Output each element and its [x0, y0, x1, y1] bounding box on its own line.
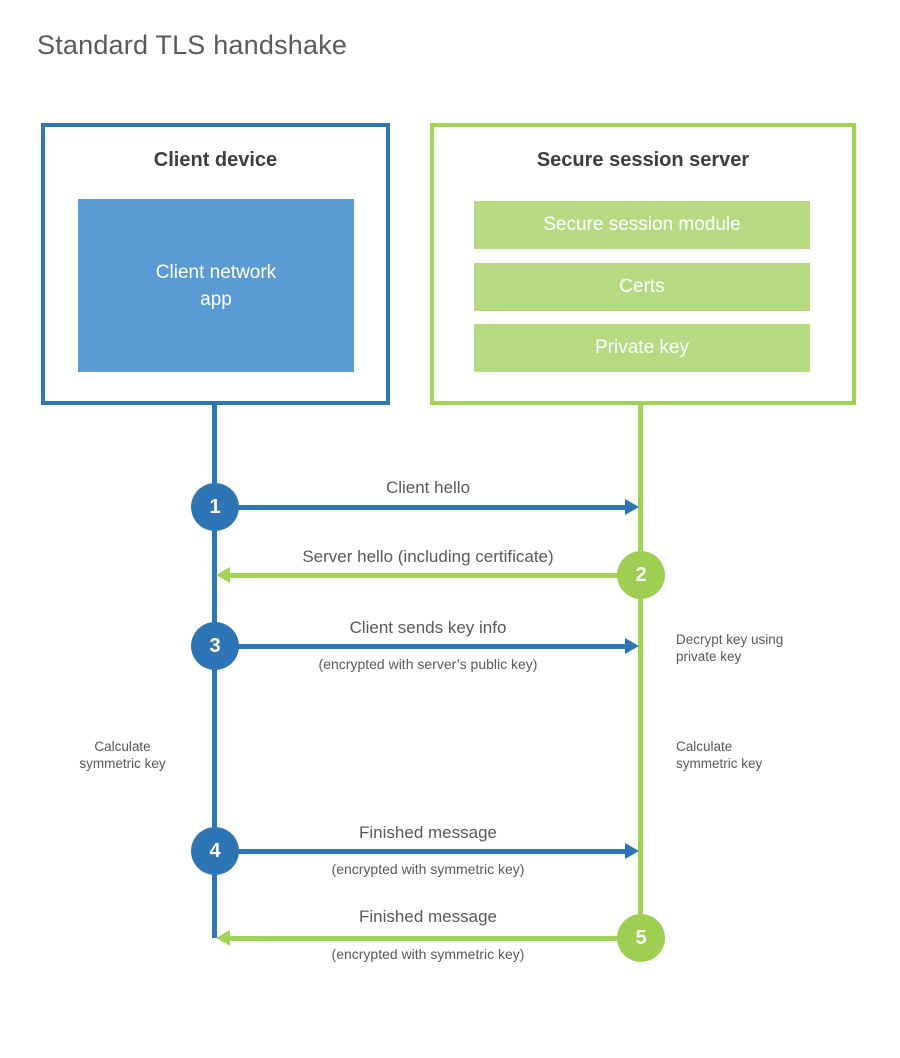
arrow-head-icon	[625, 499, 639, 515]
sublabel-client-key-info: (encrypted with server’s public key)	[318, 656, 538, 672]
server-module-certs: Certs	[474, 263, 810, 311]
server-module-private-key: Private key	[474, 324, 810, 372]
note-calculate-symmetric-key-client: Calculate symmetric key	[45, 738, 200, 772]
label-client-hello: Client hello	[385, 478, 471, 497]
note-calculate-symmetric-key-server: Calculate symmetric key	[676, 738, 762, 772]
step-3-badge: 3	[191, 622, 239, 670]
arrow-server-hello	[216, 567, 619, 583]
arrow-shaft	[228, 936, 619, 941]
note-calc-left-line1: Calculate	[94, 739, 151, 754]
note-decrypt-line1: Decrypt key using	[676, 632, 784, 647]
arrow-client-key-info	[215, 638, 639, 654]
note-calc-left-line2: symmetric key	[79, 756, 166, 771]
arrow-finished-client	[215, 843, 639, 859]
label-server-hello: Server hello (including certificate)	[302, 547, 554, 566]
step-1-badge: 1	[191, 483, 239, 531]
step-5-badge: 5	[617, 914, 665, 962]
arrow-head-icon	[625, 638, 639, 654]
note-calc-right-line2: symmetric key	[676, 756, 763, 771]
arrow-head-icon	[216, 930, 230, 946]
arrow-finished-server	[216, 930, 619, 946]
client-app-label-line2: app	[200, 288, 232, 310]
arrow-head-icon	[216, 567, 230, 583]
sublabel-finished-client: (encrypted with symmetric key)	[331, 861, 525, 877]
arrow-shaft	[215, 505, 627, 510]
server-lifeline	[638, 405, 643, 938]
arrow-shaft	[215, 849, 627, 854]
note-calc-right-line1: Calculate	[676, 739, 733, 754]
step-4-badge: 4	[191, 827, 239, 875]
server-title: Secure session server	[536, 149, 750, 171]
server-module-secure-session: Secure session module	[474, 201, 810, 249]
label-finished-server: Finished message	[359, 907, 497, 926]
client-lifeline	[212, 405, 217, 938]
arrow-client-hello	[215, 499, 639, 515]
client-device-title: Client device	[153, 149, 278, 171]
label-finished-client: Finished message	[359, 823, 497, 842]
step-2-badge: 2	[617, 551, 665, 599]
client-network-app-block: Client network app	[78, 199, 354, 372]
note-decrypt-key: Decrypt key using private key	[676, 631, 783, 665]
arrow-shaft	[215, 644, 627, 649]
page-title: Standard TLS handshake	[37, 30, 348, 60]
arrow-shaft	[228, 573, 619, 578]
client-app-label-line1: Client network	[155, 261, 277, 283]
sublabel-finished-server: (encrypted with symmetric key)	[331, 946, 525, 962]
note-decrypt-line2: private key	[676, 649, 742, 664]
arrow-head-icon	[625, 843, 639, 859]
label-client-key-info: Client sends key info	[349, 618, 507, 637]
